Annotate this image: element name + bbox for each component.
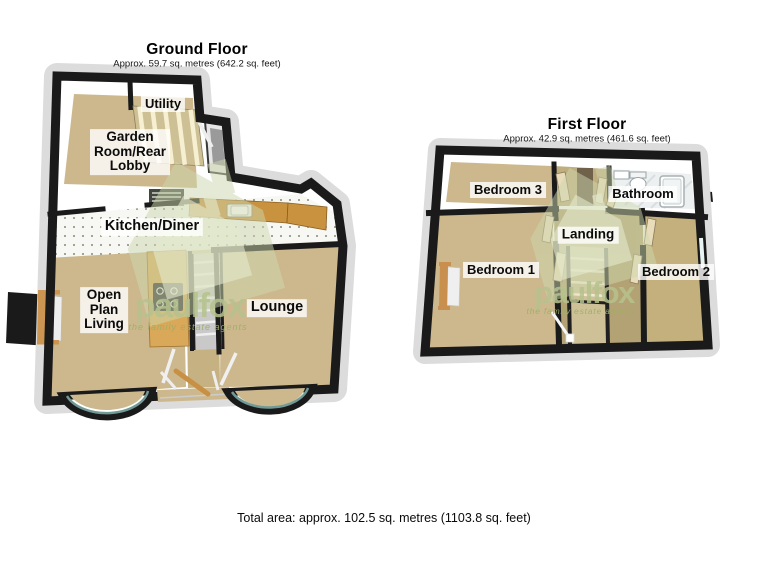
ground-floor-subtitle: Approx. 59.7 sq. metres (642.2 sq. feet) bbox=[113, 58, 281, 70]
ground-floor-title: Ground Floor bbox=[146, 41, 248, 58]
watermark-brand: paulfox bbox=[135, 287, 247, 325]
bathroom-sink bbox=[613, 170, 630, 180]
watermark-brand: paulfox bbox=[534, 275, 636, 310]
room-label-lounge: Lounge bbox=[246, 299, 308, 317]
watermark-tagline: the family estate agents bbox=[128, 322, 247, 332]
room-label-utility: Utility bbox=[140, 95, 186, 113]
first-floor-subtitle: Approx. 42.9 sq. metres (461.6 sq. feet) bbox=[503, 133, 671, 145]
watermark-tagline: the family estate agents bbox=[527, 306, 636, 316]
first-floor-plan: paulfox the family estate agents bbox=[413, 138, 720, 364]
ground-floor-plan: paulfox the family estate agents bbox=[6, 63, 356, 421]
total-area-text: Total area: approx. 102.5 sq. metres (11… bbox=[237, 511, 531, 525]
lounge-door bbox=[219, 352, 238, 386]
front-door bbox=[173, 368, 211, 397]
rear-door bbox=[197, 121, 214, 148]
room-label-open-plan-living: Open Plan Living bbox=[80, 287, 128, 333]
room-label-bedroom2: Bedroom 2 bbox=[638, 263, 714, 281]
room-label-bathroom: Bathroom bbox=[608, 185, 678, 203]
bedroom1-fireplace bbox=[446, 266, 461, 307]
room-label-landing: Landing bbox=[557, 226, 619, 244]
room-label-bedroom1: Bedroom 1 bbox=[463, 261, 539, 279]
living-door bbox=[161, 348, 176, 384]
bay-window-right bbox=[221, 383, 318, 415]
room-label-kitchen-diner: Kitchen/Diner bbox=[100, 218, 204, 236]
room-label-garden-room: Garden Room/Rear Lobby bbox=[89, 129, 171, 175]
first-floor-title: First Floor bbox=[547, 116, 627, 133]
bedroom1-floor bbox=[429, 212, 556, 349]
bay-window-left bbox=[56, 386, 158, 421]
kitchen-counter-corner bbox=[286, 202, 328, 231]
room-label-bedroom3: Bedroom 3 bbox=[470, 181, 546, 199]
